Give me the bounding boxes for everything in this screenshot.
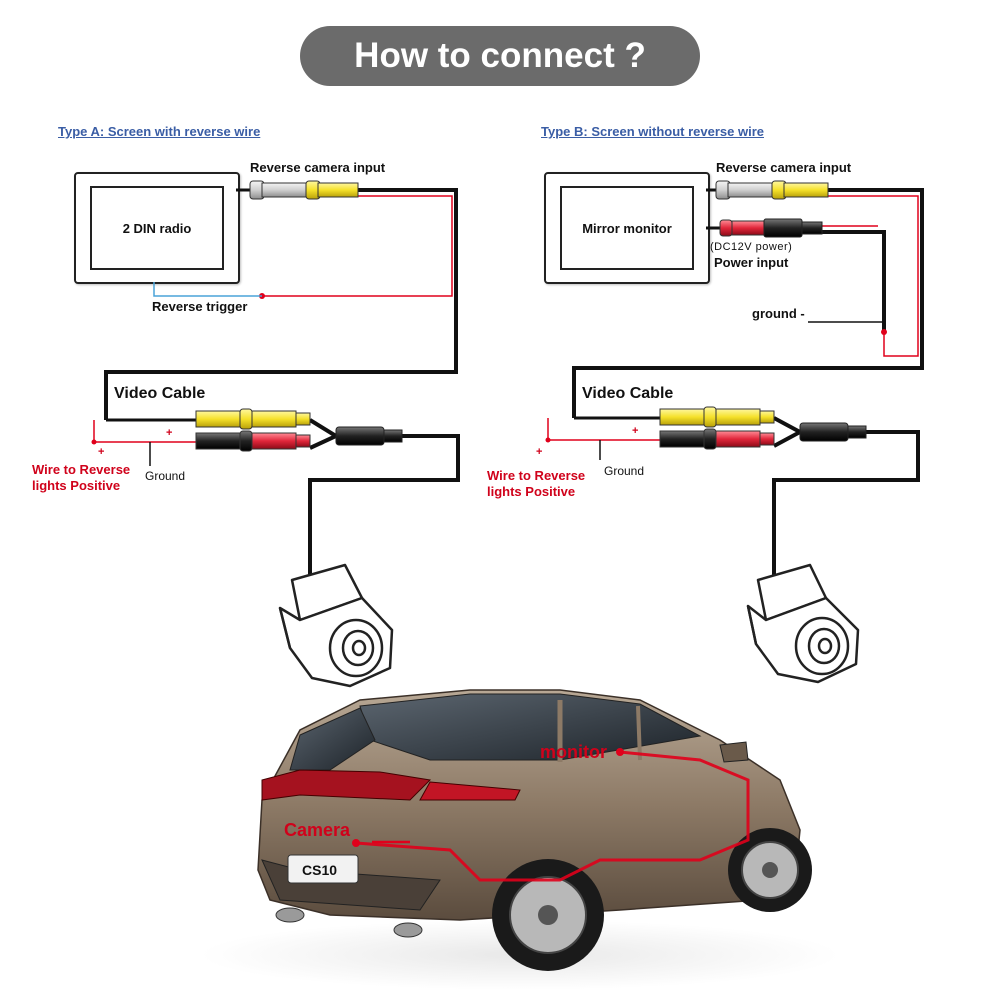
camera-b-icon [746, 563, 860, 684]
type-a-wires [91, 188, 460, 580]
car-plate-badge: CS10 [302, 862, 338, 878]
type-b-power-plug [719, 218, 823, 238]
type-b-heading: Type B: Screen without reverse wire [541, 124, 764, 139]
mirror-monitor-label: Mirror monitor [560, 186, 694, 270]
camera-a-icon [278, 563, 394, 688]
type-a-video-cable-label: Video Cable [114, 385, 206, 402]
type-b-plus-top: + [632, 425, 639, 437]
2din-radio-label: 2 DIN radio [90, 186, 224, 270]
mirror-monitor: Mirror monitor [544, 172, 710, 284]
page-title: How to connect ? [300, 26, 700, 86]
type-b-camera-plug [715, 180, 829, 200]
type-a-rca-plugs [195, 408, 403, 452]
ground-minus-label: ground - [752, 306, 805, 321]
type-a-plus-left: + [98, 446, 105, 458]
type-b-wires [545, 188, 924, 580]
car-camera-label: Camera [284, 820, 351, 840]
type-a-camera-plug [249, 180, 359, 200]
reverse-trigger-label: Reverse trigger [152, 299, 248, 314]
type-a-plus-top: + [166, 427, 173, 439]
type-a-reverse-lights-label: Wire to Reverse lights Positive [32, 462, 131, 493]
type-b-plus-left: + [536, 446, 543, 458]
type-b-video-cable-label: Video Cable [582, 385, 674, 402]
2din-radio-monitor: 2 DIN radio [74, 172, 240, 284]
type-a-heading: Type A: Screen with reverse wire [58, 124, 261, 139]
type-b-ground-label: Ground [604, 464, 645, 478]
type-a-camera-input-label: Reverse camera input [250, 160, 386, 175]
type-a-ground-label: Ground [145, 469, 186, 483]
car-monitor-label: monitor [540, 742, 607, 762]
type-b-rca-plugs [659, 406, 867, 450]
type-b-reverse-lights-label: Wire to Reverse lights Positive [487, 468, 586, 499]
type-b-camera-input-label: Reverse camera input [716, 160, 852, 175]
dc12v-power-label: (DC12V power) [710, 241, 793, 253]
car-illustration [200, 689, 840, 990]
power-input-label: Power input [714, 255, 789, 270]
